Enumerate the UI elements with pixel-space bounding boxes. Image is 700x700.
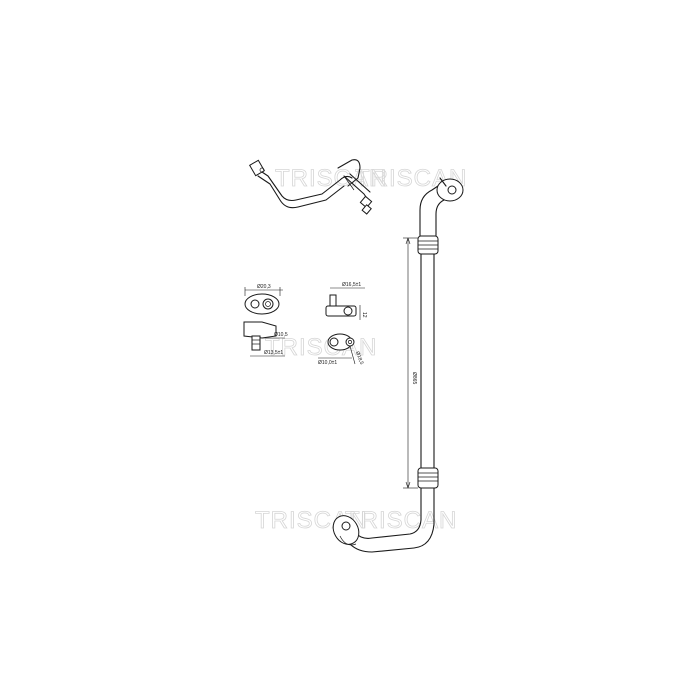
dim-fitting-b-bottom: Ø10,0±1 bbox=[318, 360, 337, 366]
fitting-detail-b: Ø16,5±1 12 Ø18,5 Ø10,0±1 bbox=[318, 282, 367, 366]
dim-fitting-b-height: 12 bbox=[361, 312, 367, 318]
watermark-bottom-right: TRISCAN bbox=[345, 507, 457, 534]
main-pipe: Ø865 bbox=[332, 177, 464, 553]
dim-tube-length: Ø865 bbox=[411, 372, 417, 384]
dim-fitting-a-bore: Ø10,5 bbox=[274, 332, 288, 338]
angled-pipe-section bbox=[248, 159, 373, 215]
fitting-detail-a: Ø20,3 Ø10,5 Ø13,5±1 bbox=[243, 284, 288, 357]
dim-fitting-b-top: Ø16,5±1 bbox=[342, 282, 361, 288]
watermark-group: TRISCAN TRISCAN TRISCAN TRISCAN TRISCAN bbox=[255, 165, 467, 535]
dim-fitting-a-width: Ø20,3 bbox=[257, 284, 271, 290]
dim-fitting-a-base: Ø13,5±1 bbox=[264, 350, 283, 356]
dim-fitting-b-side: Ø18,5 bbox=[354, 351, 364, 366]
